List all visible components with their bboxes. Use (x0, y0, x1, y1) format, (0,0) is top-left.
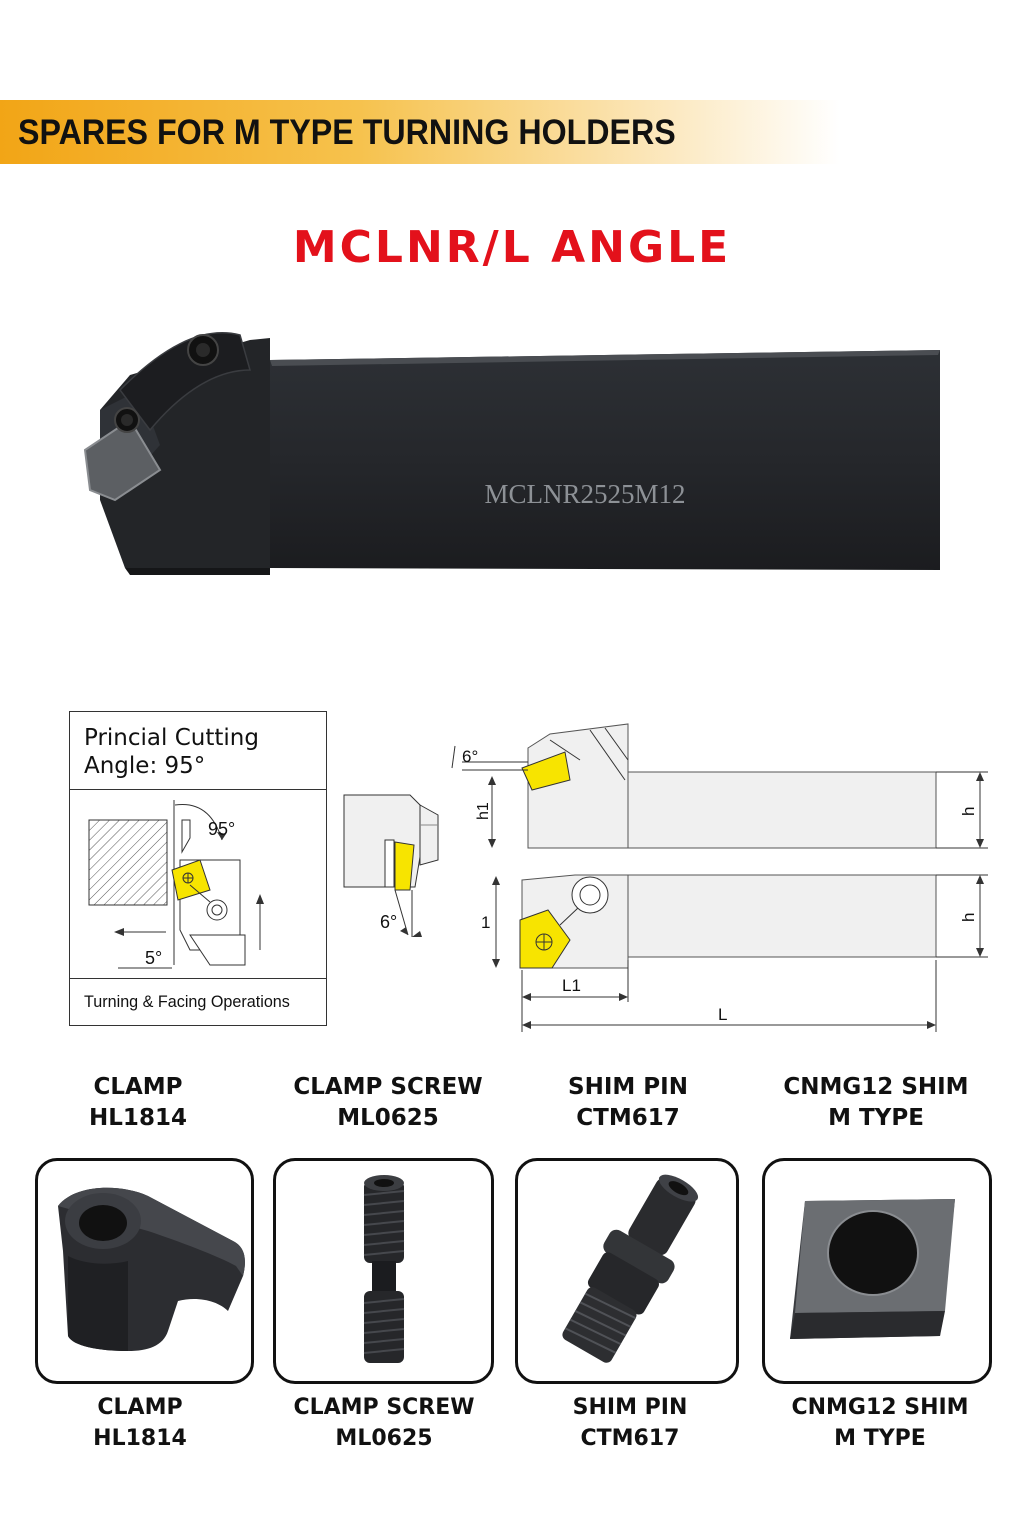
cutting-angle-diagram: Princial Cutting Angle: 95° 95° 5° Turni… (69, 711, 327, 1026)
card-clamp (35, 1158, 254, 1384)
part-caption-line2: M TYPE (834, 1426, 926, 1451)
angle-5-label: 5° (145, 948, 162, 968)
shim-pin-icon (562, 1174, 699, 1363)
part-caption-line1: SHIM PIN (572, 1395, 688, 1420)
part-caption-line1: CLAMP SCREW (293, 1395, 475, 1420)
operations-label: Turning & Facing Operations (84, 992, 290, 1011)
dim-h-top-label: h (959, 807, 978, 816)
part-title-clamp: CLAMP HL1814 (18, 1072, 258, 1134)
tool-engraving: MCLNR2525M12 (484, 479, 685, 509)
part-caption-clamp-screw: CLAMP SCREW ML0625 (264, 1392, 504, 1454)
part-caption-line2: CTM617 (580, 1426, 680, 1451)
part-caption-line2: HL1814 (93, 1426, 187, 1451)
part-caption-shim-pin: SHIM PIN CTM617 (510, 1392, 750, 1454)
dim-L1-label: L1 (562, 976, 581, 995)
part-caption-line2: ML0625 (335, 1426, 433, 1451)
banner-title: SPARES FOR M TYPE TURNING HOLDERS (18, 113, 676, 152)
part-title-line1: CLAMP SCREW (293, 1074, 483, 1100)
card-shim-pin (515, 1158, 739, 1384)
cutting-angle-heading-1: Princial Cutting (84, 725, 259, 751)
part-title-shim-pin: SHIM PIN CTM617 (508, 1072, 748, 1134)
dim-L-label: L (718, 1005, 727, 1024)
tool-holder-image: MCLNR2525M12 (83, 332, 940, 575)
part-caption-line1: CNMG12 SHIM (791, 1395, 969, 1420)
part-title-line1: SHIM PIN (568, 1074, 688, 1100)
part-caption-shim: CNMG12 SHIM M TYPE (760, 1392, 1000, 1454)
dim-h-bottom-label: h (959, 913, 978, 922)
angle-6-side-label: 6° (380, 912, 397, 932)
dimension-drawing: 6° h1 h 1 h L1 L (451, 723, 988, 1032)
screw-icon (363, 1175, 405, 1363)
shim-icon (790, 1199, 955, 1339)
side-view-drawing: 6° (343, 794, 439, 937)
part-caption-clamp: CLAMP HL1814 (20, 1392, 260, 1454)
part-title-line1: CLAMP (93, 1074, 183, 1100)
clamp-icon (58, 1187, 245, 1351)
angle-95-label: 95° (208, 819, 235, 839)
dim-h1-label: h1 (475, 802, 492, 820)
part-title-line2: CTM617 (576, 1105, 680, 1131)
card-shim (762, 1158, 992, 1384)
part-title-line2: ML0625 (337, 1105, 439, 1131)
cutting-angle-header: Princial Cutting Angle: 95° (70, 712, 326, 790)
operations-footer: Turning & Facing Operations (70, 978, 326, 1026)
part-caption-line1: CLAMP (97, 1395, 183, 1420)
part-title-line1: CNMG12 SHIM (783, 1074, 969, 1100)
card-clamp-screw (273, 1158, 494, 1384)
header-banner: SPARES FOR M TYPE TURNING HOLDERS (0, 100, 1024, 164)
page-title: MCLNR/L ANGLE (292, 222, 732, 273)
part-title-shim: CNMG12 SHIM M TYPE (756, 1072, 996, 1134)
part-title-line2: M TYPE (828, 1105, 924, 1131)
cutting-angle-heading-2: Angle: 95° (84, 753, 206, 779)
angle-6-top-label: 6° (462, 747, 478, 766)
part-title-clamp-screw: CLAMP SCREW ML0625 (268, 1072, 508, 1134)
part-title-line2: HL1814 (89, 1105, 187, 1131)
dim-1-label: 1 (481, 913, 490, 932)
cutting-angle-drawing: 95° 5° (88, 800, 264, 969)
